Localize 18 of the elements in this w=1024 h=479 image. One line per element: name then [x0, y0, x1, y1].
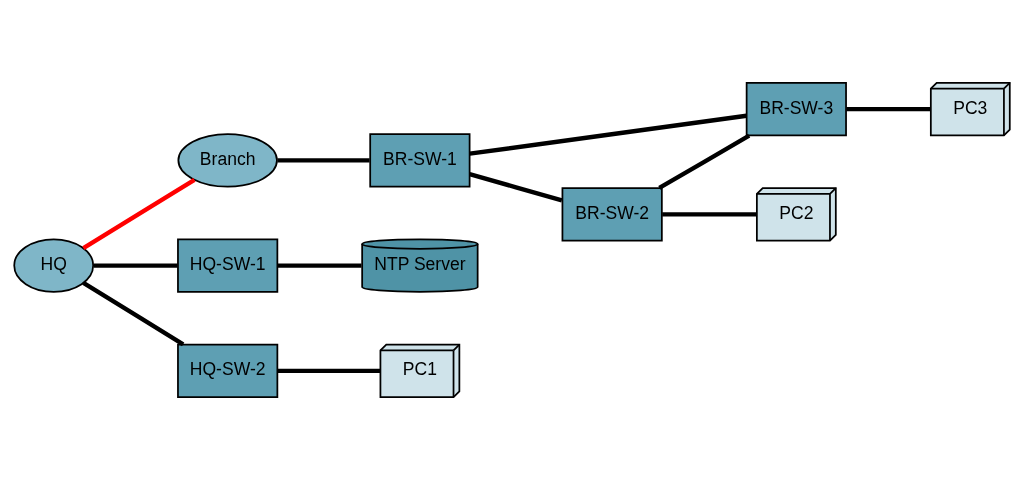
node-box: BR-SW-1: [369, 132, 471, 187]
node-ellipse: Branch: [177, 132, 278, 187]
node-box: BR-SW-2: [561, 186, 663, 242]
connector: [277, 157, 370, 163]
node-box: HQ-SW-2: [177, 343, 279, 398]
connector: [82, 280, 185, 346]
connector: [846, 106, 931, 111]
connector: [662, 211, 757, 217]
connector: [658, 133, 751, 190]
node-ellipse: HQ: [13, 237, 95, 293]
connector: [93, 262, 178, 268]
connector: [277, 262, 362, 268]
connector: [82, 177, 196, 250]
node-box: HQ-SW-1: [177, 237, 279, 293]
connector: [469, 171, 563, 203]
node-box: BR-SW-3: [745, 81, 847, 136]
connector: [277, 368, 381, 373]
connector: [469, 113, 747, 156]
